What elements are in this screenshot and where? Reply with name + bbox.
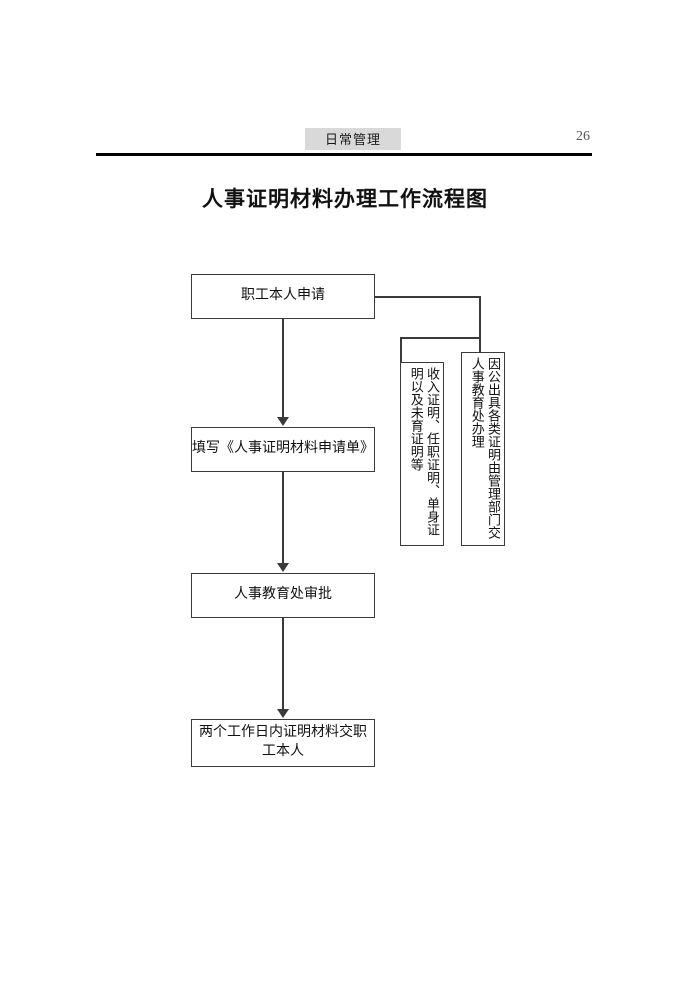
connector-branch-to-note-personal (400, 337, 402, 363)
flow-note-official-certificates: 因公出具各类证明由管理部门交人事教育处办理 (461, 352, 505, 546)
page-header: 日常管理 26 (96, 126, 592, 156)
page-number: 26 (576, 129, 590, 144)
connector-branch-vertical-drop (479, 296, 481, 338)
flow-node-deliver: 两个工作日内证明材料交职工本人 (191, 719, 375, 767)
arrowhead-into-form (277, 417, 289, 426)
connector-apply-to-form (282, 319, 284, 418)
arrowhead-into-deliver (277, 709, 289, 718)
header-section-chip: 日常管理 (305, 128, 401, 150)
flow-node-apply: 职工本人申请 (191, 274, 375, 319)
page-title: 人事证明材料办理工作流程图 (202, 188, 488, 211)
header-divider-rule (96, 153, 592, 156)
connector-form-to-approve (282, 472, 284, 564)
connector-approve-to-deliver (282, 618, 284, 710)
flow-node-form: 填写《人事证明材料申请单》 (191, 427, 375, 472)
connector-branch-to-note-official (479, 337, 481, 353)
flow-note-personal-certificates: 收入证明、任职证明、单身证明以及未育证明等 (400, 362, 444, 546)
flow-node-approve: 人事教育处审批 (191, 573, 375, 618)
arrowhead-into-approve (277, 563, 289, 572)
connector-branch-split-bar (400, 337, 481, 339)
header-section-title: 日常管理 (324, 131, 381, 147)
connector-branch-horizontal-top (375, 296, 481, 298)
